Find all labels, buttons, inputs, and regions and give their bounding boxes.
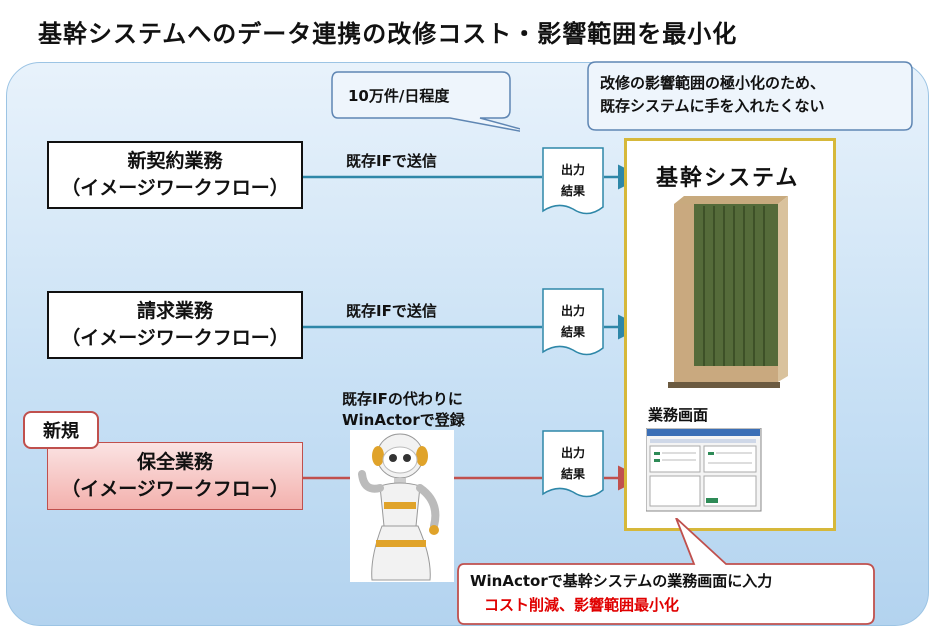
business-subtitle: （イメージワークフロー） <box>61 478 289 500</box>
callout-core-line2: 既存システムに手を入れたくない <box>600 97 825 115</box>
document-icon <box>542 430 604 498</box>
callout-bottom-line2: コスト削減、影響範囲最小化 <box>484 596 680 614</box>
page-title: 基幹システムへのデータ連携の改修コスト・影響範囲を最小化 <box>38 20 738 48</box>
server-icon <box>668 196 788 388</box>
business-screen-label: 業務画面 <box>648 406 709 424</box>
robot-icon <box>350 430 454 582</box>
callout-bottom-line1: WinActorで基幹システムの業務画面に入力 <box>470 572 773 590</box>
link-label-3b: WinActorで登録 <box>342 411 465 429</box>
core-system-title: 基幹システム <box>656 166 800 191</box>
doc-label-2: 結果 <box>560 467 585 481</box>
link-label-1: 既存IFで送信 <box>346 152 437 170</box>
callout-volume-shape <box>331 71 520 132</box>
business-subtitle: （イメージワークフロー） <box>61 177 289 199</box>
output-document-1: 出力結果 <box>542 147 604 219</box>
business-name: 請求業務 <box>136 300 213 322</box>
callout-core-shape <box>587 61 913 131</box>
doc-label-2: 結果 <box>560 184 585 198</box>
document-icon <box>542 288 604 356</box>
business-box-new-contract: 新契約業務 （イメージワークフロー） <box>47 141 303 209</box>
doc-label-1: 出力 <box>560 163 585 177</box>
link-label-2: 既存IFで送信 <box>346 302 437 320</box>
output-document-2: 出力結果 <box>542 288 604 360</box>
doc-label-1: 出力 <box>560 446 585 460</box>
document-icon <box>542 147 604 215</box>
business-name: 保全業務 <box>136 451 213 473</box>
business-box-billing: 請求業務 （イメージワークフロー） <box>47 291 303 359</box>
callout-bottom-shape <box>457 518 875 625</box>
business-name: 新契約業務 <box>127 150 223 172</box>
callout-volume-text: 10万件/日程度 <box>348 87 450 105</box>
doc-label-1: 出力 <box>560 304 585 318</box>
screen-thumbnail-icon <box>646 428 762 512</box>
business-box-maintenance: 保全業務 （イメージワークフロー） <box>47 442 303 510</box>
callout-core-line1: 改修の影響範囲の極小化のため、 <box>600 74 826 92</box>
business-subtitle: （イメージワークフロー） <box>61 327 289 349</box>
link-label-3a: 既存IFの代わりに <box>342 390 463 408</box>
doc-label-2: 結果 <box>560 325 585 339</box>
new-badge: 新規 <box>23 411 99 449</box>
output-document-3: 出力結果 <box>542 430 604 502</box>
